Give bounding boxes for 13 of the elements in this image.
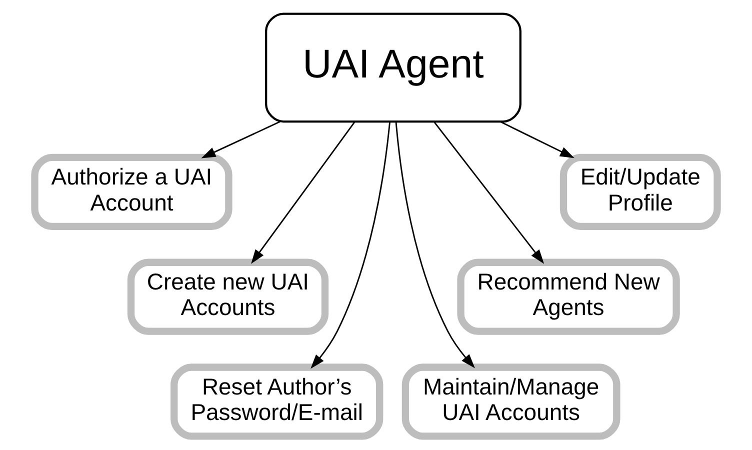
arrow	[310, 122, 390, 369]
arrow	[201, 121, 280, 158]
arrow	[433, 121, 544, 264]
node-box: Maintain/Manage UAI Accounts	[402, 364, 620, 440]
node-box: Create new UAI Accounts	[127, 258, 329, 335]
node-box: Authorize a UAI Account	[31, 154, 232, 230]
arrow	[500, 121, 574, 158]
node-box: Recommend New Agents	[457, 258, 680, 335]
arrow	[251, 121, 356, 264]
node-box: Reset Author’s Password/E-mail	[170, 364, 384, 440]
arrow	[395, 122, 475, 368]
node-box: Edit/Update Profile	[560, 154, 721, 230]
node-box: UAI Agent	[265, 12, 522, 123]
